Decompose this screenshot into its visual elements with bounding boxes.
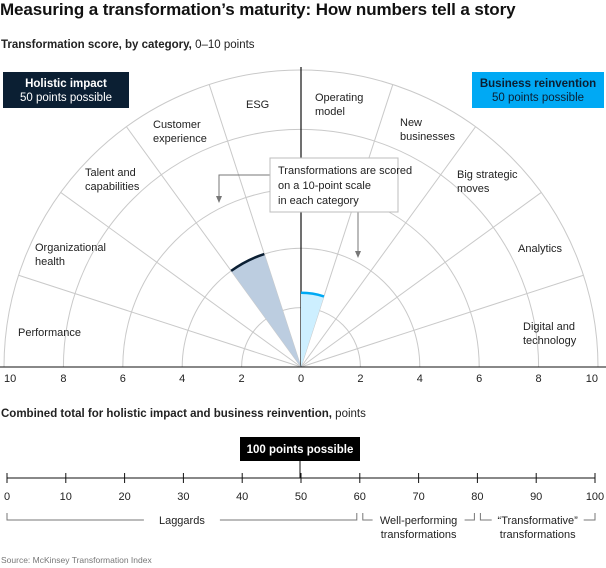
annotation-box xyxy=(269,157,399,213)
axis-tick-label: 10 xyxy=(4,373,16,385)
axis-tick-label: 2 xyxy=(357,373,363,385)
group-box-layer: Holistic impact 50 points possible Busin… xyxy=(3,72,604,108)
band-label-laggards: Laggards xyxy=(159,515,205,527)
scale-tick-label: 100 xyxy=(586,491,604,503)
sector-divider xyxy=(126,126,302,368)
scale-chart-subtitle: Combined total for holistic impact and b… xyxy=(1,408,366,420)
axis-layer: 10 8 6 4 2 0 2 4 6 8 10 xyxy=(4,373,598,385)
source-note: Source: McKinsey Transformation Index xyxy=(1,555,152,565)
sector-divider xyxy=(60,192,302,368)
axis-tick-label: 6 xyxy=(476,373,482,385)
chart-title: Measuring a transformation’s maturity: H… xyxy=(0,0,516,19)
axis-tick-label: 10 xyxy=(586,373,598,385)
axis-tick-label: 4 xyxy=(179,373,185,385)
holistic-impact-label: Holistic impact xyxy=(25,78,107,90)
scale-tick-label: 70 xyxy=(412,491,424,503)
scale-tick-label: 90 xyxy=(530,491,542,503)
scale-tick-label: 60 xyxy=(354,491,366,503)
axis-tick-label: 8 xyxy=(536,373,542,385)
points-possible-badge xyxy=(240,437,360,461)
scale-tick-label: 50 xyxy=(295,491,307,503)
scale-tick-label: 0 xyxy=(4,491,10,503)
axis-tick-label: 2 xyxy=(239,373,245,385)
business-reinvention-box xyxy=(472,72,604,108)
holistic-impact-box xyxy=(3,72,129,108)
points-possible-text: 100 points possible xyxy=(247,444,354,456)
sector-divider xyxy=(18,274,302,368)
axis-tick-label: 8 xyxy=(60,373,66,385)
operating-model-score-arc xyxy=(300,291,325,298)
axis-tick-label: 6 xyxy=(120,373,126,385)
scale-tick-label: 10 xyxy=(60,491,72,503)
business-reinvention-note: 50 points possible xyxy=(492,92,584,104)
scale-tick-label: 80 xyxy=(471,491,483,503)
axis-tick-label: 0 xyxy=(298,373,304,385)
business-reinvention-label: Business reinvention xyxy=(480,78,596,90)
scale-tick-label: 30 xyxy=(177,491,189,503)
operating-model-sector xyxy=(301,292,324,367)
holistic-impact-note: 50 points possible xyxy=(20,92,112,104)
scale-tick-label: 20 xyxy=(118,491,130,503)
band-label-transformative-transformations: “Transformative”transformations xyxy=(498,515,579,541)
sector-divider xyxy=(300,126,476,368)
sector-divider xyxy=(208,84,302,368)
radial-chart-subtitle: Transformation score, by category, 0–10 … xyxy=(1,39,255,51)
customer-experience-score-arc xyxy=(230,252,265,272)
scale-chart: 100 points possible 0 10 20 30 40 50 60 70 80 90 10… xyxy=(4,437,604,541)
scale-tick-label: 40 xyxy=(236,491,248,503)
customer-experience-sector xyxy=(231,254,301,367)
category-label-esg: ESG xyxy=(246,99,269,111)
sector-divider xyxy=(300,192,542,368)
category-label-analytics: Analytics xyxy=(518,243,563,255)
category-label-performance: Performance xyxy=(18,327,81,339)
sector-divider xyxy=(300,274,584,368)
axis-tick-label: 4 xyxy=(417,373,423,385)
sector-layer xyxy=(230,252,325,367)
